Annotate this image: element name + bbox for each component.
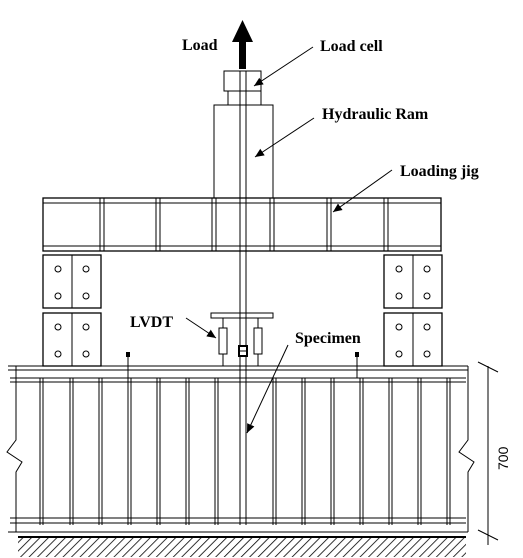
bolt (82, 350, 90, 358)
loading-jig-label: Loading jig (400, 163, 479, 180)
specimen-block (6, 352, 475, 533)
bolt (395, 350, 403, 358)
dimension-line (477, 361, 499, 545)
bolt (54, 350, 62, 358)
bolt-group (54, 265, 431, 358)
ground-hatching (18, 536, 466, 557)
load-arrow (232, 20, 253, 69)
bolt (423, 350, 431, 358)
bolt (82, 292, 90, 300)
bolt (82, 265, 90, 273)
bolt (423, 292, 431, 300)
left-jig-leg (42, 254, 102, 367)
bolt (395, 292, 403, 300)
lvdt-left (218, 327, 228, 355)
specimen-label: Specimen (295, 330, 361, 347)
hydraulic-ram-label: Hydraulic Ram (322, 106, 429, 123)
loading-jig-beam (42, 197, 442, 252)
bolt (395, 265, 403, 273)
bolt (54, 265, 62, 273)
lvdt-assembly (210, 312, 274, 366)
bolt (54, 292, 62, 300)
bolt (423, 265, 431, 273)
load-label: Load (182, 37, 218, 54)
loading-rod (239, 71, 247, 525)
lvdt-label: LVDT (130, 314, 173, 331)
load-cell (223, 70, 262, 106)
leader-arrows (185, 46, 393, 434)
bolt (82, 323, 90, 331)
dimension-label: 700 (495, 446, 511, 470)
bolt (395, 323, 403, 331)
bolt (423, 323, 431, 331)
load-cell-label: Load cell (320, 38, 383, 55)
lvdt-right (253, 327, 263, 355)
bolt (54, 323, 62, 331)
right-jig-leg (383, 254, 443, 367)
